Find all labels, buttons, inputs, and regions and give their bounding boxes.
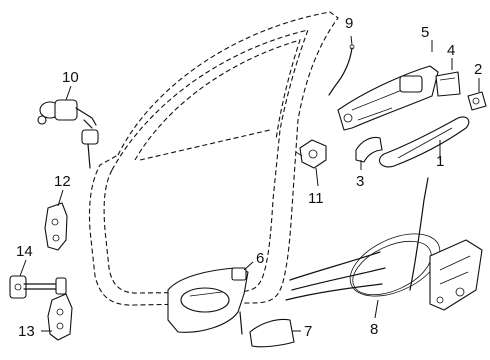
callout-11: 11	[308, 190, 324, 207]
inside-handle-part	[167, 267, 249, 335]
lock-cylinder-part	[37, 99, 99, 169]
callout-8: 8	[370, 321, 378, 338]
callout-12: 12	[54, 173, 71, 190]
door-frame	[88, 11, 339, 306]
callout-13: 13	[18, 323, 35, 340]
rod-part	[328, 44, 355, 96]
callout-2: 2	[474, 61, 482, 78]
callout-9: 9	[345, 15, 353, 32]
callout-7: 7	[304, 323, 312, 340]
outside-handle-part	[379, 116, 470, 168]
callout-labels: 1 2 3 4 5 6 7 8 9 10 11 12 13 14	[16, 15, 482, 340]
lower-hinge-part	[47, 293, 73, 341]
callout-5: 5	[421, 24, 429, 41]
handle-cap-part	[435, 71, 461, 97]
handle-seal-part	[355, 136, 383, 163]
door-check-part	[9, 275, 67, 299]
callout-1: 1	[436, 153, 444, 170]
end-cap-part	[467, 91, 487, 111]
callout-3: 3	[356, 173, 364, 190]
callout-4: 4	[447, 42, 455, 59]
callout-6: 6	[256, 250, 264, 267]
callout-14: 14	[16, 243, 33, 260]
clip-part	[295, 139, 327, 169]
trim-cap-part	[249, 318, 295, 348]
lock-actuator-part	[285, 177, 483, 311]
upper-hinge-part	[44, 202, 68, 251]
handle-bracket-part	[337, 65, 439, 131]
leader-lines	[19, 35, 480, 332]
callout-10: 10	[62, 69, 79, 86]
